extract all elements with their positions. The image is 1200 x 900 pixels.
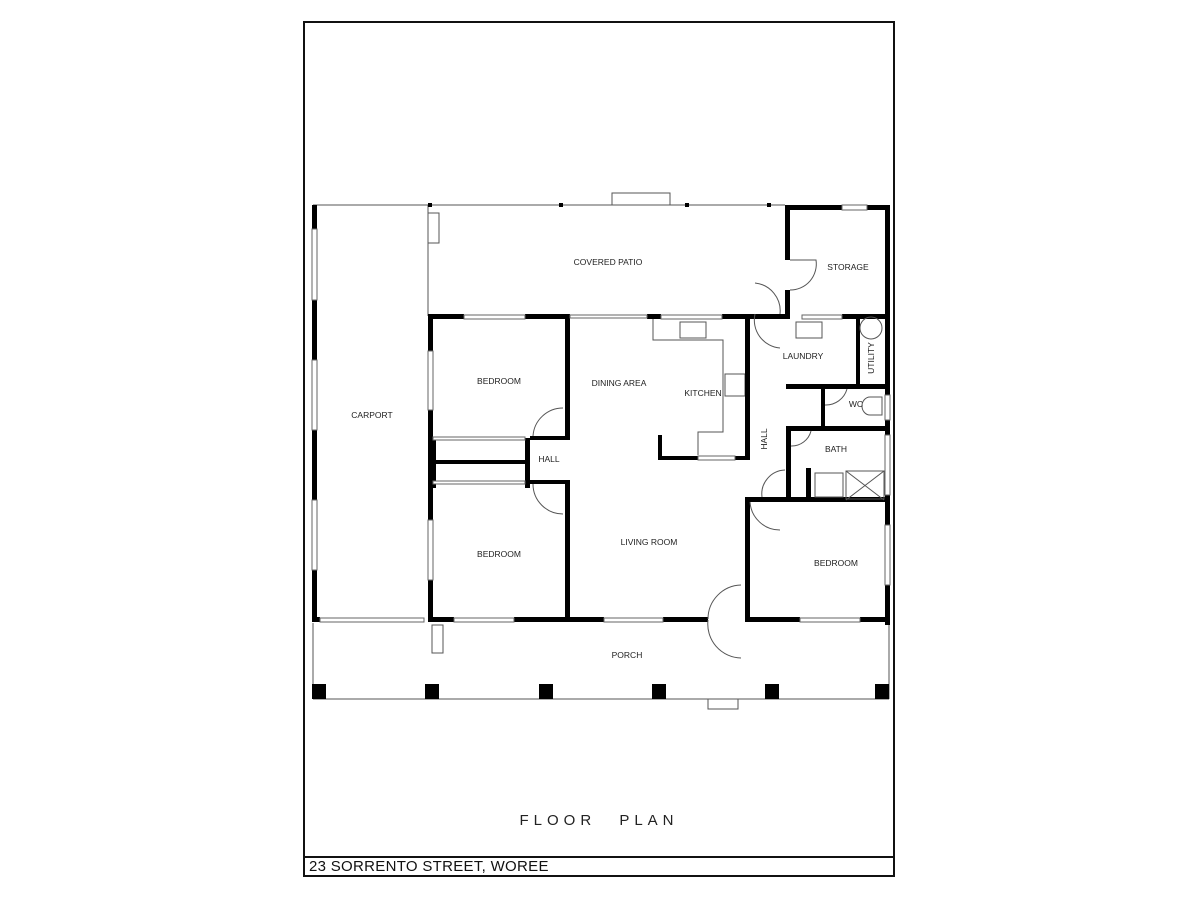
label-bedroom-2: BEDROOM [477,549,521,559]
outline-lines [312,192,890,710]
property-address: 23 SORRENTO STREET, WOREE [309,858,549,875]
windows [311,204,891,623]
plan-sheet-border [303,21,895,877]
label-wc: WC [849,399,863,409]
room-labels: COVERED PATIO STORAGE CARPORT BEDROOM BE… [351,257,876,660]
label-bath: BATH [825,444,847,454]
label-storage: STORAGE [827,262,869,272]
label-laundry: LAUNDRY [783,351,824,361]
label-hall-1: HALL [538,454,560,464]
label-hall-2: HALL [759,428,769,450]
label-kitchen: KITCHEN [684,388,721,398]
label-covered-patio: COVERED PATIO [574,257,643,267]
plan-title: FLOOR PLAN [519,812,679,829]
footer-divider [303,856,895,858]
walls [312,203,890,699]
label-porch: PORCH [612,650,643,660]
label-living-room: LIVING ROOM [621,537,678,547]
label-carport: CARPORT [351,410,392,420]
label-utility: UTILITY [866,342,876,374]
label-bedroom-1: BEDROOM [477,376,521,386]
label-dining-area: DINING AREA [592,378,647,388]
doors [532,259,885,659]
label-bedroom-3: BEDROOM [814,558,858,568]
